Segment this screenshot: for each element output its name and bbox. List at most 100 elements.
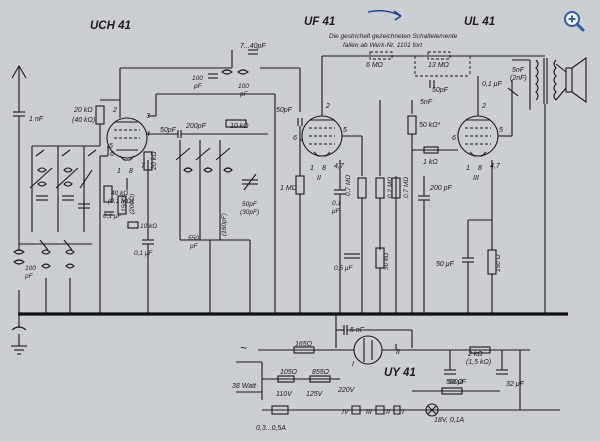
- svg-text:50 kΩ*: 50 kΩ*: [419, 122, 441, 129]
- svg-text:500Ω: 500Ω: [446, 379, 464, 386]
- svg-text:50 μF: 50 μF: [436, 261, 455, 268]
- svg-text:50pF: 50pF: [242, 201, 258, 208]
- tube-label-uch41: UCH 41: [90, 20, 131, 32]
- svg-text:pF: pF: [24, 273, 34, 280]
- svg-text:6: 6: [293, 135, 297, 142]
- svg-text:100: 100: [192, 75, 203, 82]
- oscillator-section: 7...40pF 100 pF 100 pF 50pF 200pF 10 kΩ: [160, 43, 301, 314]
- zoom-in-button[interactable]: [561, 8, 587, 34]
- tube-label-uf41: UF 41: [304, 16, 335, 28]
- svg-text:(30pF): (30pF): [240, 209, 259, 216]
- svg-text:50pF: 50pF: [276, 107, 293, 114]
- svg-text:165Ω: 165Ω: [295, 341, 313, 348]
- svg-text:20 kΩ: 20 kΩ: [151, 151, 158, 171]
- svg-text:II: II: [396, 349, 400, 356]
- svg-text:50 kΩ: 50 kΩ: [383, 253, 390, 270]
- svg-text:150Ω: 150Ω: [121, 196, 128, 212]
- svg-text:105Ω: 105Ω: [280, 369, 298, 376]
- svg-text:6: 6: [452, 135, 456, 142]
- svg-text:5nF: 5nF: [512, 67, 525, 74]
- note-arrow-head: [393, 10, 402, 21]
- svg-text:6 MΩ: 6 MΩ: [366, 62, 384, 69]
- svg-text:220V: 220V: [337, 387, 356, 394]
- svg-text:pF: pF: [239, 91, 249, 98]
- svg-text:0,1 μF: 0,1 μF: [482, 81, 503, 88]
- svg-text:10 kΩ: 10 kΩ: [140, 223, 157, 230]
- svg-text:pF: pF: [193, 83, 203, 90]
- svg-text:(1,5 kΩ): (1,5 kΩ): [466, 359, 491, 366]
- svg-text:1: 1: [466, 165, 470, 172]
- svg-text:(200Ω): (200Ω): [129, 194, 136, 214]
- svg-text:855Ω: 855Ω: [312, 369, 330, 376]
- svg-text:5: 5: [343, 127, 347, 134]
- svg-text:0,7 MΩ: 0,7 MΩ: [403, 177, 410, 198]
- note-line-2: fallen ab Werk-Nr. 1101 fort: [343, 42, 423, 49]
- svg-text:1 nF: 1 nF: [29, 116, 44, 123]
- svg-text:200pF: 200pF: [185, 123, 207, 130]
- tube-label-uy41: UY 41: [384, 367, 416, 379]
- svg-text:50pF: 50pF: [160, 127, 177, 134]
- svg-text:8: 8: [322, 165, 326, 172]
- note-line-1: Die gestrichelt gezeichneten Schalteleme…: [329, 33, 458, 40]
- svg-text:32 μF: 32 μF: [506, 381, 525, 388]
- power-supply: I II 5 nF 165Ω 2 kΩ (1,5 kΩ) 50 μF 32 μF…: [232, 314, 560, 432]
- svg-text:1: 1: [310, 165, 314, 172]
- svg-text:200 pF: 200 pF: [429, 185, 453, 192]
- svg-text:1 kΩ: 1 kΩ: [423, 159, 438, 166]
- svg-text:I: I: [352, 361, 354, 368]
- tube-label-ul41: UL 41: [464, 16, 495, 28]
- svg-text:100: 100: [238, 83, 249, 90]
- svg-text:110V: 110V: [276, 391, 293, 398]
- svg-text:4,7: 4,7: [334, 163, 345, 170]
- svg-text:550: 550: [188, 235, 199, 242]
- svg-text:0,1: 0,1: [332, 200, 341, 207]
- svg-text:III: III: [473, 175, 479, 182]
- svg-text:40 kΩ: 40 kΩ: [111, 190, 128, 197]
- svg-text:IV: IV: [342, 409, 350, 416]
- uf41-wiring: 6 MΩ 13 MΩ 50pF 50pF 1 MΩ 0,1 μF 0,7 MΩ …: [276, 51, 545, 314]
- svg-text:III: III: [366, 409, 372, 416]
- svg-text:(0,1 MΩ): (0,1 MΩ): [108, 198, 134, 205]
- svg-text:7...40pF: 7...40pF: [240, 43, 266, 50]
- svg-text:2 kΩ: 2 kΩ: [467, 351, 483, 358]
- svg-text:I: I: [402, 409, 404, 416]
- antenna-section: 1 nF 100 pF: [11, 64, 44, 355]
- svg-text:38 Watt: 38 Watt: [232, 383, 257, 390]
- svg-text:2: 2: [325, 103, 330, 110]
- svg-text:4,7: 4,7: [490, 163, 501, 170]
- svg-text:0,1 μF: 0,1 μF: [134, 250, 153, 257]
- svg-text:0,3...0,5A: 0,3...0,5A: [256, 425, 286, 432]
- band-switch-coils: [19, 145, 100, 314]
- svg-text:50pF: 50pF: [432, 87, 449, 94]
- svg-text:2: 2: [112, 107, 117, 114]
- svg-text:0,1 μF: 0,1 μF: [103, 213, 122, 220]
- svg-text:~: ~: [240, 341, 247, 355]
- svg-text:5nF: 5nF: [420, 99, 433, 106]
- svg-text:II: II: [317, 175, 321, 182]
- uch41-wiring: 20 kΩ (40 kΩ) 20 kΩ 40 kΩ (0,1 MΩ) 150Ω …: [72, 67, 275, 314]
- svg-text:125V: 125V: [306, 391, 324, 398]
- svg-text:18V, 0,1A: 18V, 0,1A: [434, 417, 465, 424]
- svg-text:6: 6: [110, 151, 114, 158]
- svg-text:5: 5: [109, 143, 113, 150]
- svg-text:100: 100: [25, 265, 36, 272]
- svg-text:0,5 μF: 0,5 μF: [334, 265, 353, 272]
- svg-text:1 MΩ: 1 MΩ: [280, 185, 298, 192]
- svg-text:1: 1: [117, 168, 121, 175]
- svg-text:pF: pF: [189, 243, 199, 250]
- svg-text:μF: μF: [331, 208, 341, 215]
- svg-text:50 μF: 50 μF: [448, 379, 467, 386]
- svg-text:8: 8: [478, 165, 482, 172]
- svg-text:8: 8: [129, 168, 133, 175]
- svg-text:II: II: [386, 409, 390, 416]
- svg-text:(40 kΩ): (40 kΩ): [72, 117, 95, 124]
- svg-text:0,7 MΩ: 0,7 MΩ: [345, 175, 352, 196]
- svg-text:(2nF): (2nF): [510, 75, 527, 82]
- svg-text:20 kΩ: 20 kΩ: [73, 107, 93, 114]
- zoom-in-icon: [564, 11, 585, 32]
- svg-text:13 MΩ: 13 MΩ: [428, 62, 450, 69]
- svg-text:0,2 MΩ: 0,2 MΩ: [387, 177, 394, 198]
- ul41-output: 0,1 μF 5nF (2nF) 150 Ω 50 μF: [436, 56, 587, 314]
